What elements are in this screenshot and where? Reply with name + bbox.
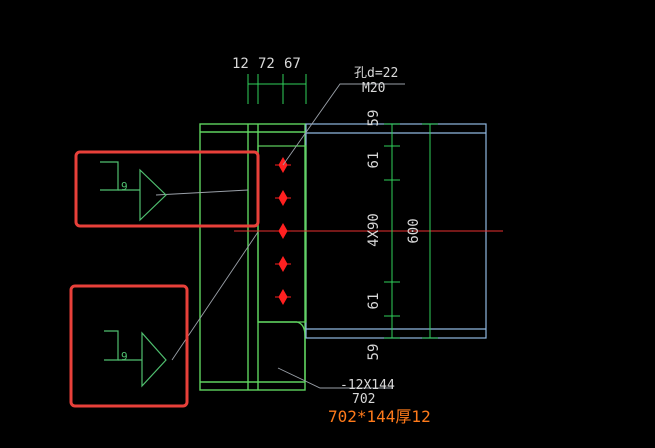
dim-beam-depth: 600 <box>406 218 422 243</box>
weld-size-top: 9 <box>121 180 128 193</box>
highlight-box-bottom <box>69 284 189 408</box>
bolt <box>275 189 291 207</box>
vertical-dimension-labels: 59 61 4X90 61 59 600 <box>366 110 422 361</box>
shear-plate <box>257 145 307 323</box>
bolt <box>275 255 291 273</box>
weld-size-bottom: 9 <box>121 350 128 363</box>
bolt-leader <box>282 83 405 166</box>
bolt <box>275 288 291 306</box>
annotation-labels: 12 72 67 孔d=22 M20 -12X144 702 702*144厚1… <box>232 56 431 426</box>
weld-leader-bottom <box>171 231 259 361</box>
dim-top-12: 12 <box>232 56 249 72</box>
bolt-group <box>275 156 291 306</box>
plate-note: 702*144厚12 <box>328 407 431 426</box>
bolt-hole-spec: 孔d=22 <box>354 66 398 81</box>
column-outline <box>199 123 306 391</box>
dim-vertical-label: 61 <box>366 152 382 169</box>
highlight-box-top <box>74 150 260 228</box>
dim-vertical-label: 61 <box>366 293 382 310</box>
bolt <box>275 222 291 240</box>
plate-length-spec: 702 <box>352 392 375 407</box>
bolt-size-spec: M20 <box>362 81 385 96</box>
highlight-boxes <box>69 150 260 408</box>
column-section <box>199 123 306 391</box>
plate-leader <box>277 367 392 389</box>
column-stiffener-curve <box>258 321 306 382</box>
dim-vertical-label: 59 <box>366 110 382 127</box>
dimension-lines <box>247 74 438 339</box>
plate-size-spec: -12X144 <box>340 378 395 393</box>
weld-symbols: 9 9 <box>100 161 167 388</box>
dim-top-72: 72 <box>258 56 275 72</box>
dim-vertical-label: 59 <box>366 344 382 361</box>
dim-vertical-label: 4X90 <box>366 213 382 247</box>
dim-top-67: 67 <box>284 56 301 72</box>
weld-leader-top <box>155 189 249 196</box>
weld-symbol-bottom: 9 <box>104 330 167 388</box>
weld-symbol-top: 9 <box>100 161 167 222</box>
